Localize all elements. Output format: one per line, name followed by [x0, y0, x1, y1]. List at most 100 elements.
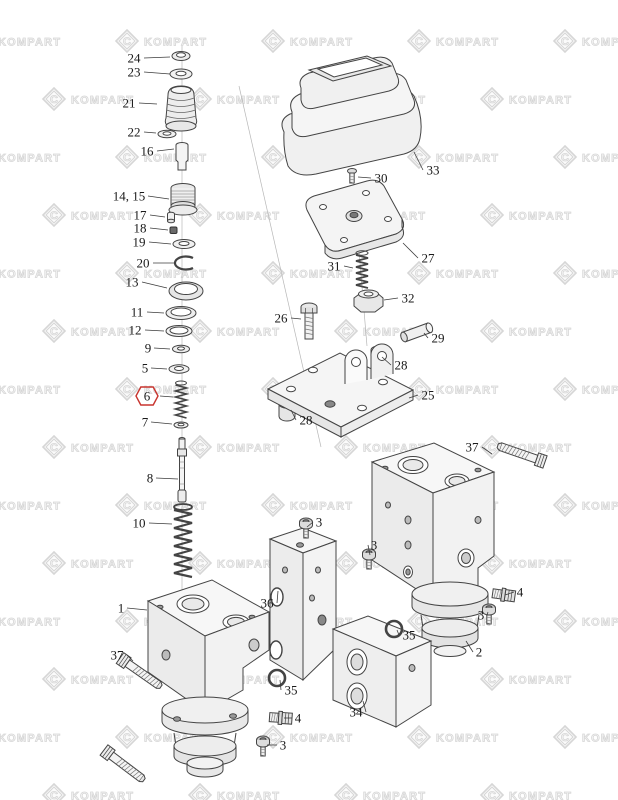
part-callout-35[interactable]: 35	[396, 628, 416, 643]
part-callout-14--15[interactable]: 14, 15	[113, 189, 170, 204]
part-callout-11[interactable]: 11	[131, 305, 165, 320]
part-number-label[interactable]: 6	[144, 389, 151, 404]
part-callout-31[interactable]: 31	[328, 259, 354, 274]
part-callout-16[interactable]: 16	[141, 144, 175, 159]
section-36	[268, 527, 338, 682]
part-number-label[interactable]: 3	[478, 608, 485, 623]
svg-text:KOMPART: KOMPART	[144, 153, 207, 165]
part-number-label[interactable]: 21	[123, 96, 136, 111]
part-callout-33[interactable]: 33	[413, 151, 440, 178]
part-number-label[interactable]: 9	[145, 341, 152, 356]
part-number-label[interactable]: 16	[141, 144, 155, 159]
part-callout-5[interactable]: 5	[142, 361, 168, 376]
part-number-label[interactable]: 32	[402, 291, 415, 306]
part-callout-25[interactable]: 25	[408, 388, 435, 403]
leader-line	[279, 679, 282, 691]
part-number-label[interactable]: 30	[375, 171, 388, 186]
part-number-label[interactable]: 3	[371, 538, 378, 553]
part-callout-19[interactable]: 19	[133, 235, 172, 250]
part-callout-36[interactable]: 36	[261, 590, 279, 611]
part-callout-2[interactable]: 2	[465, 640, 483, 660]
part-number-label[interactable]: 5	[142, 361, 149, 376]
part-callout-27[interactable]: 27	[402, 242, 436, 266]
part-number-label[interactable]: 3	[280, 738, 287, 753]
part-callout-4[interactable]: 4	[504, 585, 524, 600]
svg-text:C: C	[488, 326, 496, 338]
part-number-label[interactable]: 23	[128, 65, 141, 80]
part-callout-17[interactable]: 17	[134, 208, 166, 223]
valve-body-1	[146, 579, 271, 778]
part-callout-37[interactable]: 37	[466, 440, 493, 455]
part-number-label[interactable]: 28	[395, 358, 408, 373]
svg-text:KOMPART: KOMPART	[217, 559, 280, 571]
part-callout-3[interactable]: 3	[478, 608, 489, 623]
part-callout-4[interactable]: 4	[284, 711, 302, 726]
part-number-label[interactable]: 8	[147, 471, 154, 486]
part-number-label[interactable]: 29	[432, 331, 445, 346]
part-callout-24[interactable]: 24	[128, 51, 171, 66]
part-number-label[interactable]: 14, 15	[113, 189, 146, 204]
part-number-label[interactable]: 27	[422, 251, 436, 266]
svg-text:C: C	[342, 790, 350, 800]
part-number-label[interactable]: 31	[328, 259, 341, 274]
part-number-label[interactable]: 22	[128, 125, 141, 140]
part-number-label[interactable]: 35	[403, 628, 416, 643]
part-callout-8[interactable]: 8	[147, 471, 179, 486]
part-callout-32[interactable]: 32	[383, 291, 415, 306]
part-callout-21[interactable]: 21	[123, 96, 158, 111]
part-callout-26[interactable]: 26	[275, 311, 302, 326]
svg-text:KOMPART: KOMPART	[71, 559, 134, 571]
part-callout-30[interactable]: 30	[357, 171, 388, 186]
part-callout-34[interactable]: 34	[350, 700, 367, 720]
part-callout-37[interactable]: 37	[111, 648, 134, 663]
part-callout-28[interactable]: 28	[381, 356, 408, 373]
part-number-label[interactable]: 34	[350, 705, 364, 720]
part-number-label[interactable]: 24	[128, 51, 142, 66]
part-callout-18[interactable]: 18	[134, 221, 169, 236]
part-callout-29[interactable]: 29	[423, 331, 445, 346]
part-callout-10[interactable]: 10	[133, 516, 173, 531]
part-number-label[interactable]: 37	[466, 440, 480, 455]
leader-line	[148, 241, 172, 245]
part-callout-12[interactable]: 12	[129, 323, 165, 338]
part-number-label[interactable]: 13	[126, 275, 139, 290]
part-number-label[interactable]: 1	[118, 601, 125, 616]
svg-text:KOMPART: KOMPART	[0, 617, 61, 629]
part-number-label[interactable]: 28	[300, 413, 313, 428]
part-number-label[interactable]: 19	[133, 235, 146, 250]
svg-text:KOMPART: KOMPART	[71, 95, 134, 107]
part-number-label[interactable]: 10	[133, 516, 146, 531]
part-number-label[interactable]: 11	[131, 305, 144, 320]
part-number-label[interactable]: 12	[129, 323, 142, 338]
part-number-label[interactable]: 26	[275, 311, 289, 326]
part-number-label[interactable]: 37	[111, 648, 125, 663]
part-number-label[interactable]: 33	[427, 163, 440, 178]
part-number-label[interactable]: 4	[517, 585, 524, 600]
part-number-label[interactable]: 18	[134, 221, 147, 236]
part-number-label[interactable]: 20	[137, 256, 150, 271]
part-callout-9[interactable]: 9	[145, 341, 171, 356]
part-callout-7[interactable]: 7	[142, 415, 173, 430]
part-number-label[interactable]: 17	[134, 208, 148, 223]
part-callout-23[interactable]: 23	[128, 65, 171, 80]
part-callout-1[interactable]: 1	[118, 601, 148, 616]
part-number-label[interactable]: 35	[285, 683, 298, 698]
part-number-label[interactable]: 3	[316, 515, 323, 530]
part-callout-22[interactable]: 22	[128, 125, 157, 140]
svg-text:C: C	[50, 326, 58, 338]
part-callout-13[interactable]: 13	[126, 275, 168, 290]
part-callout-6-highlighted[interactable]: 6	[135, 386, 174, 406]
part-number-label[interactable]: 25	[422, 388, 435, 403]
part-number-label[interactable]: 7	[142, 415, 149, 430]
part-callout-3[interactable]: 3	[267, 738, 286, 753]
part-callout-3[interactable]: 3	[306, 515, 323, 530]
part-callout-20[interactable]: 20	[137, 256, 176, 271]
part-callout-28[interactable]: 28	[290, 409, 313, 428]
part-number-label[interactable]: 4	[295, 711, 302, 726]
part-callout-3[interactable]: 3	[367, 538, 378, 556]
part-number-label[interactable]: 36	[261, 596, 275, 611]
part-callout-35[interactable]: 35	[279, 679, 298, 698]
part-number-label[interactable]: 2	[476, 645, 483, 660]
